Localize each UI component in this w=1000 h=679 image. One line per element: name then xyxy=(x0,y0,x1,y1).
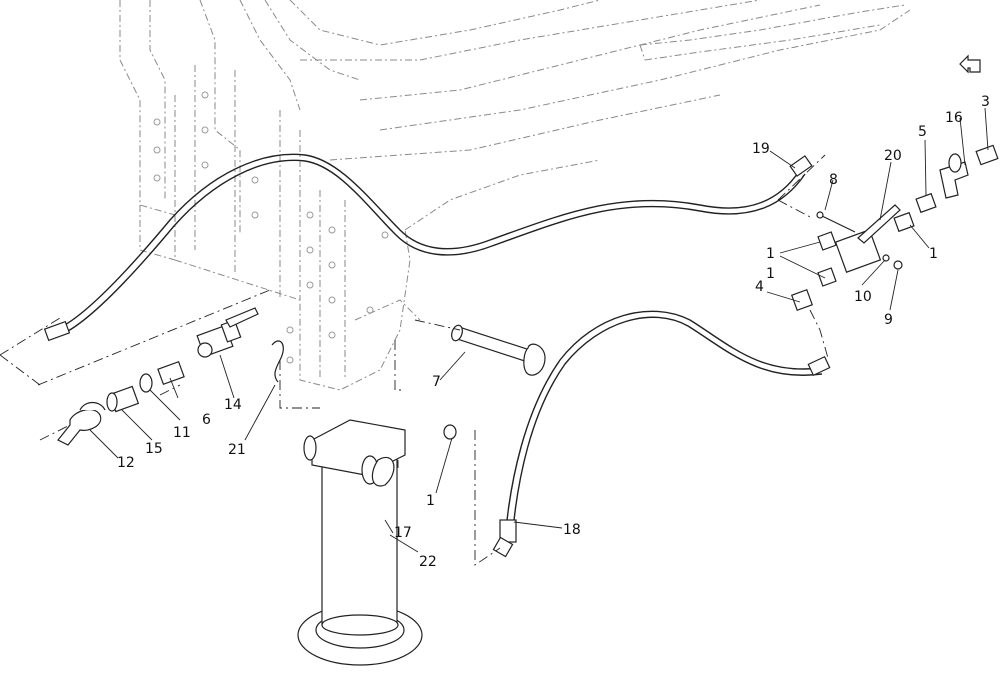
callout-14: 14 xyxy=(224,397,242,413)
clip-21 xyxy=(271,340,284,383)
callout-19: 19 xyxy=(752,141,770,157)
callout-5: 5 xyxy=(918,124,927,140)
phantom-frame-holes xyxy=(153,91,389,364)
fitting-1-top xyxy=(817,231,837,251)
adapter-6 xyxy=(157,360,185,386)
ball-valve-body xyxy=(834,229,882,273)
callout-7: 7 xyxy=(432,374,441,390)
fitting-1-bottom xyxy=(817,267,837,287)
fitting-1-right xyxy=(893,211,915,233)
callout-1: 1 xyxy=(929,246,938,262)
callout-11: 11 xyxy=(173,425,191,441)
nut-9 xyxy=(893,260,903,270)
callouts: 1 1 1 1 3 4 5 6 7 8 9 10 11 12 14 15 16 … xyxy=(117,94,990,570)
left-valve-group xyxy=(57,307,259,446)
callout-1: 1 xyxy=(426,493,435,509)
pin-7 xyxy=(451,324,546,376)
callout-22: 22 xyxy=(419,554,437,570)
hose-end-fitting-19 xyxy=(789,155,813,177)
callout-4: 4 xyxy=(755,279,764,295)
leader-lines xyxy=(89,107,989,553)
hose-end-fitting-left xyxy=(43,320,71,342)
assembly-lines xyxy=(0,154,829,566)
return-arrow-icon[interactable] xyxy=(959,54,981,74)
fitting-1-jack xyxy=(443,424,457,440)
elbow-4 xyxy=(790,288,814,312)
callout-6: 6 xyxy=(202,412,211,428)
callout-1: 1 xyxy=(766,266,775,282)
o-ring-11 xyxy=(139,373,153,393)
adapter-5 xyxy=(915,192,937,214)
screw-8 xyxy=(819,214,856,233)
callout-12: 12 xyxy=(117,455,135,471)
hose-end-fitting-right xyxy=(807,355,831,377)
valve-handle-14 xyxy=(225,307,259,328)
callout-9: 9 xyxy=(884,312,893,328)
fitting-3 xyxy=(975,144,999,166)
valve-handle-20 xyxy=(857,204,901,244)
callout-15: 15 xyxy=(145,441,163,457)
callout-16: 16 xyxy=(945,110,963,126)
hydraulic-hoses xyxy=(54,153,823,541)
hose-elbow-18 xyxy=(492,536,514,558)
phantom-frame xyxy=(119,0,911,391)
dust-cap-12 xyxy=(57,408,102,446)
jack-pin-handle xyxy=(371,457,395,487)
right-valve-group xyxy=(790,144,999,312)
washer-10 xyxy=(882,254,890,262)
callout-8: 8 xyxy=(829,172,838,188)
callout-3: 3 xyxy=(981,94,990,110)
callout-17: 17 xyxy=(394,525,412,541)
callout-10: 10 xyxy=(854,289,872,305)
callout-20: 20 xyxy=(884,148,902,164)
callout-18: 18 xyxy=(563,522,581,538)
hose-fittings xyxy=(43,155,831,558)
callout-1: 1 xyxy=(766,246,775,262)
callout-21: 21 xyxy=(228,442,246,458)
jack-stand xyxy=(271,340,457,666)
